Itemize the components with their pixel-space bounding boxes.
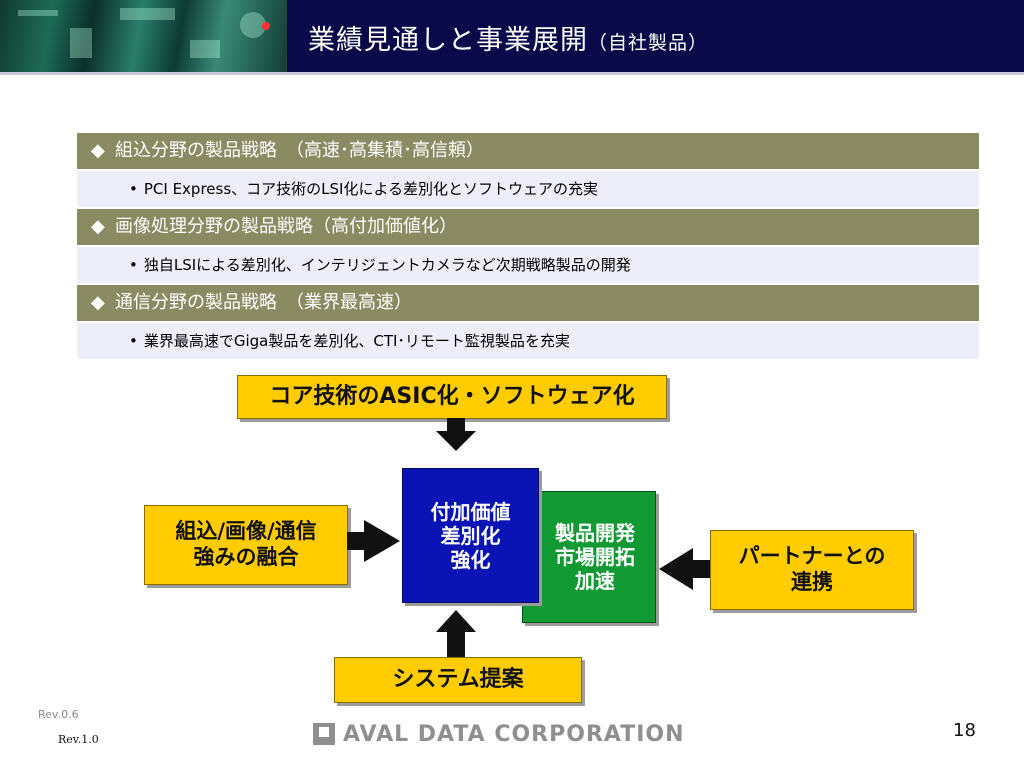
strategy-detail-text: 独自LSIによる差別化、インテリジェントカメラなど次期戦略製品の開発: [143, 256, 631, 274]
core-tech-label: コア技術のASIC化・ソフトウェア化: [269, 383, 635, 409]
strategy-heading-text: 通信分野の製品戦略 （業界最高速）: [115, 292, 412, 313]
fusion-label-line2: 強みの融合: [193, 545, 299, 569]
diamond-icon: ◆: [91, 292, 105, 313]
bullet-icon: •: [129, 332, 138, 350]
fusion-label-line1: 組込/画像/通信: [175, 519, 317, 544]
core-tech-box: コア技術のASIC化・ソフトウェア化: [237, 375, 667, 419]
partner-label-line1: パートナーとの: [738, 544, 886, 569]
company-logo: AVAL DATA CORPORATION: [313, 719, 685, 749]
strategy-detail-communication: • 業界最高速でGiga製品を差別化、CTI･リモート監視製品を充実: [77, 323, 979, 359]
development-label-line3: 加速: [575, 569, 615, 593]
development-label-line1: 製品開発: [555, 521, 635, 545]
strategy-detail-text: 業界最高速でGiga製品を差別化、CTI･リモート監視製品を充実: [143, 332, 570, 350]
strategy-heading-text: 画像処理分野の製品戦略（高付加価値化）: [115, 216, 457, 237]
strategy-detail-embedded: • PCI Express、コア技術のLSI化による差別化とソフトウェアの充実: [77, 171, 979, 207]
partner-label-line2: 連携: [791, 570, 833, 594]
strategy-heading-imaging: ◆ 画像処理分野の製品戦略（高付加価値化）: [77, 209, 979, 245]
header-divider: [0, 72, 1024, 75]
bullet-icon: •: [129, 256, 138, 274]
value-add-box: 付加価値 差別化 強化: [402, 468, 539, 603]
value-add-label-line3: 強化: [450, 547, 491, 572]
fusion-box: 組込/画像/通信 強みの融合: [144, 505, 348, 585]
system-proposal-label: システム提案: [392, 666, 524, 692]
diamond-icon: ◆: [91, 140, 105, 161]
page-number: 18: [953, 720, 976, 741]
bullet-icon: •: [129, 180, 138, 198]
diamond-icon: ◆: [91, 216, 105, 237]
header-photo: [0, 0, 287, 72]
revision-old: Rev.0.6: [38, 708, 79, 721]
strategy-detail-text: PCI Express、コア技術のLSI化による差別化とソフトウェアの充実: [143, 180, 598, 198]
revision-current: Rev.1.0: [58, 733, 99, 746]
company-name: AVAL DATA CORPORATION: [343, 721, 685, 747]
strategy-heading-communication: ◆ 通信分野の製品戦略 （業界最高速）: [77, 285, 979, 321]
logo-mark-icon: [313, 723, 335, 745]
system-proposal-box: システム提案: [334, 657, 582, 703]
page-title-sub: （自社製品）: [588, 32, 709, 54]
development-label-line2: 市場開拓: [555, 545, 635, 569]
strategy-heading-embedded: ◆ 組込分野の製品戦略 （高速･高集積･高信頼）: [77, 133, 979, 169]
title-banner: 業績見通しと事業展開（自社製品）: [0, 0, 1024, 72]
value-add-label-line1: 付加価値: [430, 499, 511, 524]
partner-box: パートナーとの 連携: [710, 530, 914, 610]
development-box: 製品開発 市場開拓 加速: [522, 491, 656, 623]
page-title: 業績見通しと事業展開（自社製品）: [308, 18, 708, 57]
strategy-heading-text: 組込分野の製品戦略 （高速･高集積･高信頼）: [115, 140, 484, 161]
value-add-label-line2: 差別化: [440, 523, 501, 548]
strategy-detail-imaging: • 独自LSIによる差別化、インテリジェントカメラなど次期戦略製品の開発: [77, 247, 979, 283]
page-title-main: 業績見通しと事業展開: [308, 25, 588, 56]
